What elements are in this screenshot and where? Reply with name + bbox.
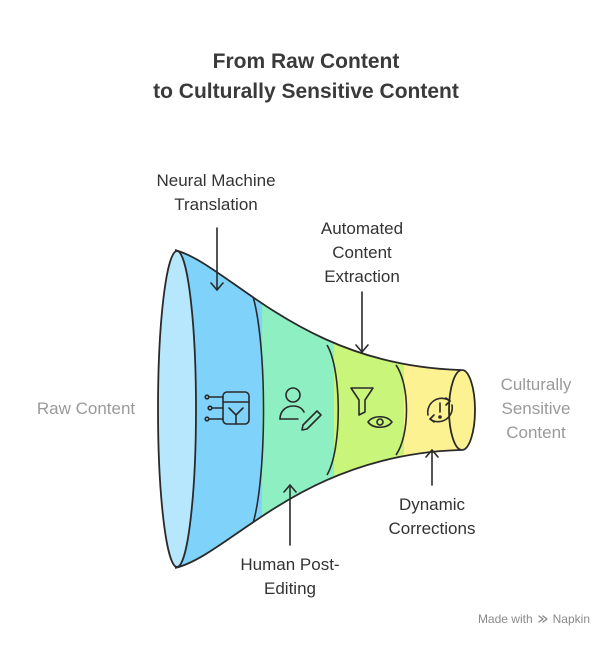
output-label-line-1: Culturally: [500, 375, 572, 394]
human-edit-icon: [279, 387, 322, 431]
made-with-text: Made with: [477, 612, 533, 626]
title-line-2: to Culturally Sensitive Content: [153, 80, 459, 103]
stage-label-human-post-editing: Human Post- Editing: [240, 555, 340, 598]
input-label: Raw Content: [36, 399, 136, 418]
funnel-segment-human-post-editing: [262, 250, 334, 568]
filter-eye-icon: [350, 387, 393, 429]
arrow-dynamic-corrections: [425, 449, 439, 486]
napkin-brand: Napkin: [552, 612, 590, 626]
funnel-exit: [448, 369, 476, 451]
arrow-human-post-editing: [283, 484, 297, 546]
title-line-1: From Raw Content: [212, 50, 400, 73]
stage-label-nmt: Neural Machine Translation: [156, 171, 276, 214]
output-label-line-3: Content: [506, 423, 566, 442]
diagram-title: From Raw Content to Culturally Sensitive…: [0, 47, 612, 107]
funnel-mouth: [157, 250, 197, 568]
ai-translation-icon: [204, 391, 250, 425]
refresh-alert-icon: [426, 397, 454, 423]
arrow-extraction: [355, 291, 369, 353]
arrow-nmt: [210, 227, 224, 291]
output-label-line-2: Sensitive: [501, 399, 571, 418]
output-label: Culturally Sensitive Content: [484, 373, 588, 445]
napkin-logo-icon: [537, 615, 548, 623]
made-with-napkin-credit: Made with Napkin: [478, 612, 590, 626]
stage-label-dynamic-corrections: Dynamic Corrections: [388, 495, 476, 538]
stage-label-extraction: Automated Content Extraction: [320, 219, 404, 286]
